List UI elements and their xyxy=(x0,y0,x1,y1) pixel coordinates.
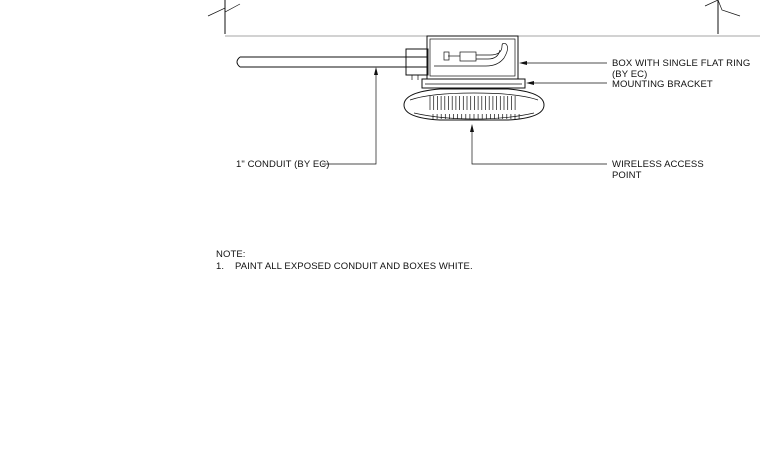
callout-conduit: 1" CONDUIT (BY EC) xyxy=(236,159,330,170)
note-item: 1. PAINT ALL EXPOSED CONDUIT AND BOXES W… xyxy=(216,261,473,272)
callout-box: BOX WITH SINGLE FLAT RING (BY EC) xyxy=(612,58,751,80)
arrow-icon xyxy=(526,81,534,85)
junction-box xyxy=(426,35,519,80)
notes-section: NOTE: 1. PAINT ALL EXPOSED CONDUIT AND B… xyxy=(216,249,473,272)
cooling-fins xyxy=(429,96,520,119)
conduit xyxy=(236,48,429,80)
note-number: 1. xyxy=(216,261,225,272)
arrow-icon xyxy=(374,67,378,75)
ceiling-structure xyxy=(207,0,760,37)
mounting-bracket xyxy=(421,78,526,89)
access-point-body xyxy=(403,88,545,121)
leader-lines xyxy=(322,61,607,165)
callout-mounting-bracket: MOUNTING BRACKET xyxy=(612,79,713,90)
note-text: PAINT ALL EXPOSED CONDUIT AND BOXES WHIT… xyxy=(235,261,473,272)
arrow-icon xyxy=(519,61,527,65)
notes-heading: NOTE: xyxy=(216,249,246,260)
callout-access-point: WIRELESS ACCESS POINT xyxy=(612,159,704,181)
arrow-icon xyxy=(470,124,474,132)
